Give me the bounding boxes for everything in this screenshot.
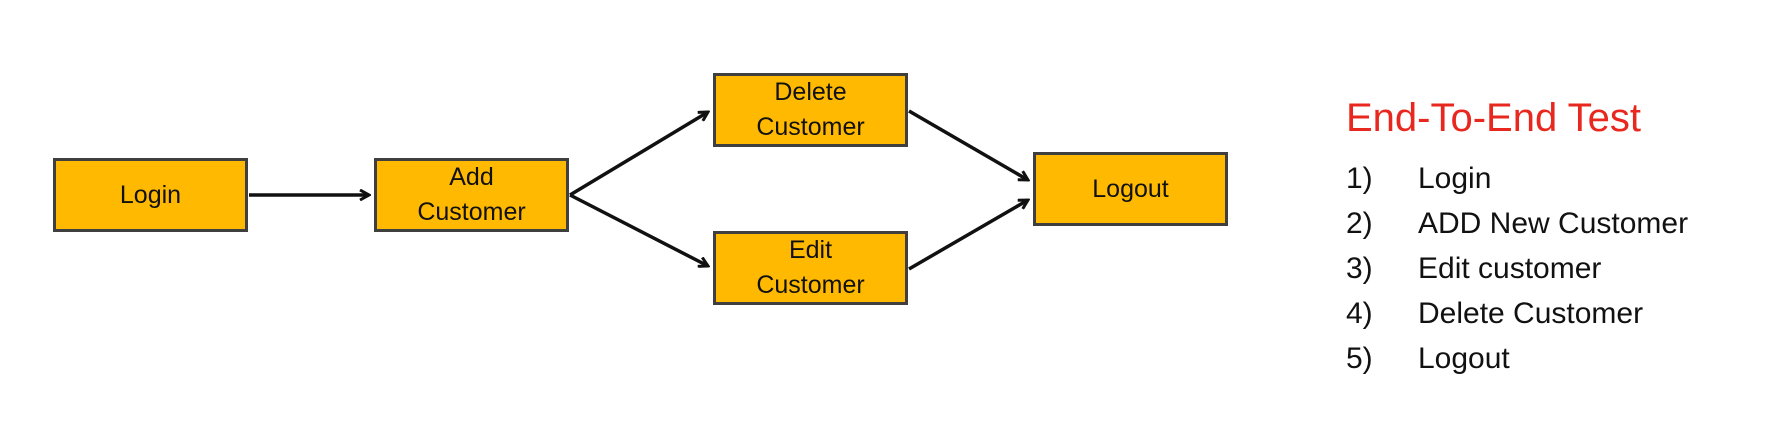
legend-item: 4) Delete Customer: [1346, 291, 1766, 336]
legend-list: 1) Login 2) ADD New Customer 3) Edit cus…: [1346, 156, 1766, 381]
legend-item-text: Delete Customer: [1418, 297, 1644, 330]
arrow-add-to-delete-customer: [569, 112, 708, 197]
edit-customer-node: Edit Customer: [713, 231, 908, 305]
arrow-delete-to-logout: [908, 109, 1028, 180]
legend-item: 2) ADD New Customer: [1346, 201, 1766, 246]
legend-item-text: Login: [1418, 162, 1492, 195]
legend-item-number: 2): [1346, 207, 1373, 240]
arrow-add-to-edit-customer: [569, 193, 708, 266]
delete-customer-node: Delete Customer: [713, 73, 908, 147]
legend-item-text: Edit customer: [1418, 252, 1602, 285]
legend-item: 3) Edit customer: [1346, 246, 1766, 291]
logout-node: Logout: [1033, 152, 1228, 226]
add-customer-node: Add Customer: [374, 158, 569, 232]
legend-title: End-To-End Test: [1346, 96, 1641, 140]
legend-item-number: 3): [1346, 252, 1373, 285]
legend-item-number: 1): [1346, 162, 1373, 195]
arrow-edit-to-logout: [908, 200, 1028, 271]
legend-item-number: 4): [1346, 297, 1373, 330]
legend-item-text: Logout: [1418, 342, 1510, 375]
legend-item: 5) Logout: [1346, 336, 1766, 381]
test-steps-legend: End-To-End Test 1) Login 2) ADD New Cust…: [1346, 92, 1766, 381]
login-node: Login: [53, 158, 248, 232]
legend-item-text: ADD New Customer: [1418, 207, 1689, 240]
legend-item-number: 5): [1346, 342, 1373, 375]
legend-item: 1) Login: [1346, 156, 1766, 201]
